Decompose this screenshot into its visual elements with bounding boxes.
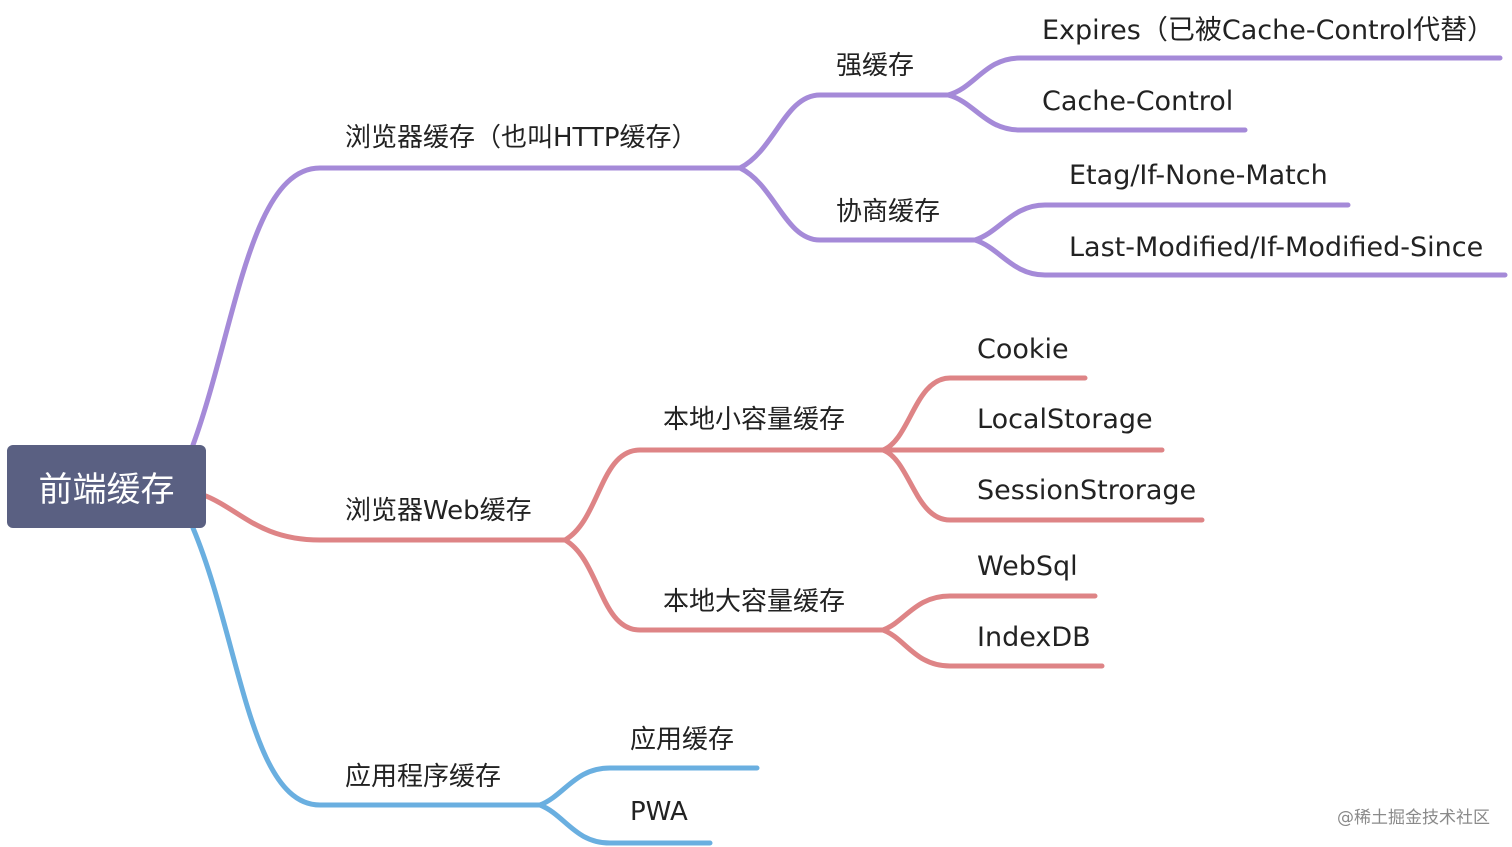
- edge-small-cookie: [880, 375, 1088, 453]
- node-appcache: 应用缓存: [630, 725, 735, 755]
- node-sessionstorage: SessionStrorage: [977, 475, 1197, 506]
- edge-negotiate-lastmodified: [972, 237, 1508, 278]
- edge-large-indexdb: [880, 627, 1105, 669]
- edge-root-http: [190, 165, 743, 448]
- node-pwa: PWA: [630, 797, 688, 827]
- edge-app-pwa: [537, 802, 713, 846]
- node-etag: Etag/If-None-Match: [1069, 160, 1328, 191]
- node-websql: WebSql: [977, 551, 1078, 582]
- edge-root-web: [203, 493, 568, 543]
- root-label: 前端缓存: [38, 470, 175, 510]
- edge-small-sessionstorage: [880, 447, 1205, 523]
- node-indexdb: IndexDB: [977, 622, 1091, 653]
- node-expires: Expires（已被Cache-Control代替）: [1042, 15, 1495, 46]
- node-cache-control: Cache-Control: [1042, 86, 1234, 117]
- node-http-cache: 浏览器缓存（也叫HTTP缓存）: [345, 123, 698, 153]
- node-app-cache: 应用程序缓存: [345, 762, 502, 792]
- node-small-storage: 本地小容量缓存: [663, 405, 846, 435]
- edge-web-large: [562, 537, 886, 633]
- node-negotiate-cache: 协商缓存: [836, 197, 941, 227]
- watermark: @稀土掘金技术社区: [1337, 808, 1490, 828]
- edge-strong-cachecontrol: [945, 92, 1248, 133]
- node-large-storage: 本地大容量缓存: [663, 587, 846, 617]
- edge-http-negotiate: [737, 165, 978, 243]
- edge-web-small: [562, 447, 886, 543]
- edge-http-strong: [737, 92, 951, 171]
- root-node: 前端缓存: [7, 445, 206, 528]
- edge-app-appcache: [537, 765, 760, 808]
- node-last-modified: Last-Modified/If-Modified-Since: [1069, 232, 1484, 263]
- node-localstorage: LocalStorage: [977, 404, 1153, 435]
- node-strong-cache: 强缓存: [836, 51, 915, 81]
- edge-strong-expires: [945, 55, 1503, 98]
- edge-negotiate-etag: [972, 202, 1351, 243]
- node-web-cache: 浏览器Web缓存: [345, 496, 532, 526]
- edge-large-websql: [880, 593, 1098, 633]
- node-cookie: Cookie: [977, 334, 1069, 365]
- edge-root-app: [190, 525, 543, 808]
